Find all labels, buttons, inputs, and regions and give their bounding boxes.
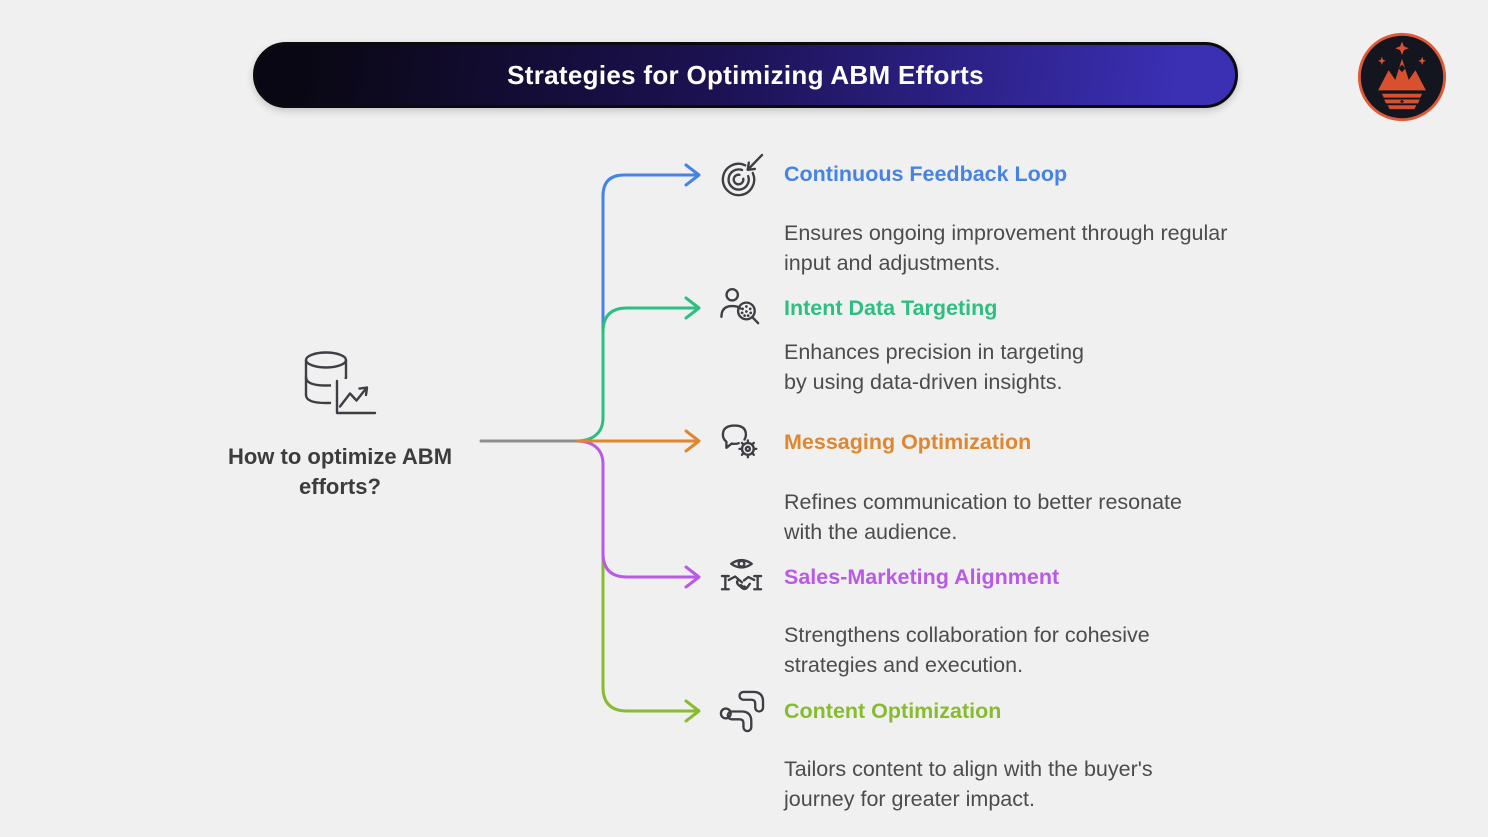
root-question: How to optimize ABM efforts? [190,442,490,502]
branch-description: Tailors content to align with the buyer'… [784,754,1153,814]
handshake-eye-icon [718,554,765,601]
connector-messaging-optimization [574,429,701,453]
branch-description-line: Refines communication to better resonate [784,490,1182,514]
branch-title: Content Optimization [784,699,1002,723]
crown-mountain-logo-graphic [1357,32,1447,122]
branch-description: Ensures ongoing improvement through regu… [784,218,1227,278]
person-search-icon [718,285,765,332]
root-question-line: How to optimize ABM [227,444,453,469]
branch-description: Refines communication to better resonate… [784,487,1182,547]
branch-description-line: Enhances precision in targeting [784,340,1084,364]
crown-mountain-logo [1356,31,1448,123]
branch-description-line: strategies and execution. [784,653,1024,677]
chat-gear-icon [718,419,765,466]
branch-title: Sales-Marketing Alignment [784,565,1060,589]
branch-description-line: with the audience. [784,520,958,544]
branch-description: Enhances precision in targeting by using… [784,337,1084,397]
connector-intent-data-targeting [574,296,701,443]
page-title: Strategies for Optimizing ABM Efforts [507,59,984,90]
branch-description: Strengthens collaboration for cohesive s… [784,620,1150,680]
title-banner: Strategies for Optimizing ABM Efforts [253,42,1238,108]
branch-title: Intent Data Targeting [784,296,998,320]
branch-description-line: by using data-driven insights. [784,370,1063,394]
branch-description-line: Ensures ongoing improvement through regu… [784,221,1228,245]
content-flow-icon [718,688,765,735]
root-question-line: efforts? [299,474,381,499]
branch-description-line: Strengthens collaboration for cohesive [784,623,1150,647]
database-chart-icon [296,346,380,430]
branch-description-line: Tailors content to align with the buyer'… [784,757,1153,781]
branch-description-line: journey for greater impact. [784,787,1035,811]
connector-continuous-feedback-loop [601,163,701,336]
connector-sales-marketing-alignment [574,439,701,589]
branch-title: Messaging Optimization [784,430,1032,454]
target-arrow-icon [718,152,765,199]
connector-content-optimization [601,554,701,723]
branch-title: Continuous Feedback Loop [784,162,1068,186]
branch-description-line: input and adjustments. [784,251,1001,275]
